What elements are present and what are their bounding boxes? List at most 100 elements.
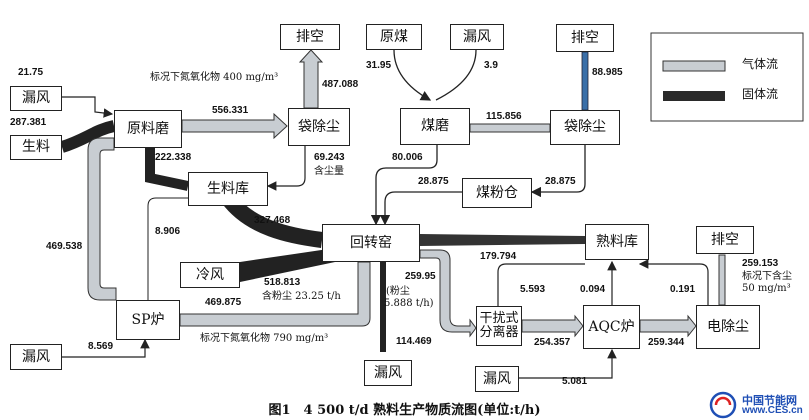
site-watermark: 中国节能网 www.CES.cn	[700, 392, 809, 420]
legend-gas-label: 气体流	[742, 57, 779, 71]
thin-flow-8906	[147, 197, 188, 300]
note-nox-400: 标况下氮氧化物 400 mg/m³	[150, 72, 279, 83]
thin-flow-coal-to-kiln	[370, 145, 438, 226]
solid-flow-silo-to-kiln	[221, 192, 323, 248]
node-rotary-kiln: 回转窑	[322, 224, 420, 262]
note-dust-23-25: 含粉尘 23.25 t/h	[262, 291, 341, 302]
node-bag-filter-2: 袋除尘	[550, 110, 620, 145]
flow-label-259-95: 259.95	[405, 271, 436, 282]
node-coal-mill: 煤磨	[400, 108, 470, 145]
node-esp: 电除尘	[696, 305, 760, 349]
thin-flow-leak-3	[435, 49, 477, 101]
solid-flow-cold-air	[240, 248, 335, 282]
gas-flow-kiln-to-sp	[179, 261, 371, 327]
flow-label-88-985: 88.985	[592, 67, 623, 78]
logo-mark	[709, 391, 737, 419]
thin-flow-bin-to-kiln	[379, 191, 462, 226]
thin-flow-bag2-to-bin	[530, 145, 586, 198]
node-raw-mill: 原料磨	[114, 110, 182, 148]
flow-label-28-875-a: 28.875	[418, 176, 449, 187]
gas-flow-bag-to-exhaust	[298, 49, 324, 109]
flow-label-518-813: 518.813	[264, 277, 301, 288]
thin-flow-leak-5	[519, 348, 617, 379]
note-std-dust-line1: 标况下含尘	[742, 271, 792, 282]
logo-mark-inner	[714, 396, 732, 406]
node-exhaust-1: 排空	[280, 24, 340, 50]
flow-label-5-593: 5.593	[520, 284, 546, 295]
node-exhaust-3: 排空	[696, 226, 754, 254]
gas-flow-coalmill-bag	[469, 123, 551, 133]
note-nox-790: 标况下氮氧化物 790 mg/m³	[200, 333, 329, 344]
node-clinker-silo: 熟料库	[585, 224, 649, 260]
watermark-line1: 中国节能网	[742, 395, 797, 407]
flow-label-469-538: 469.538	[46, 241, 83, 252]
thin-flow-esp-to-clinker	[638, 259, 709, 305]
gas-flow-bag2-exhaust	[581, 51, 589, 111]
flow-label-0-191: 0.191	[670, 284, 696, 295]
flow-label-5-081: 5.081	[562, 376, 588, 387]
legend-solid-label: 固体流	[742, 87, 779, 101]
thin-flow-raw-coal	[393, 49, 432, 101]
solid-flow-raw-meal	[60, 120, 116, 153]
watermark-line2: www.CES.cn	[742, 405, 803, 416]
node-leak-air-1: 漏风	[10, 86, 62, 111]
node-raw-coal: 原煤	[366, 24, 422, 50]
thin-flow-sep-to-clinker	[497, 263, 585, 306]
node-bag-filter-1: 袋除尘	[288, 108, 350, 146]
figure-caption: 图1 4 500 t/d 熟料生产物质流图(单位:t/h)	[268, 403, 541, 418]
legend-gas-swatch	[662, 60, 726, 72]
flow-label-31-95: 31.95	[366, 60, 392, 71]
gas-flow-mill-to-bag	[181, 112, 288, 140]
flow-label-3-9: 3.9	[484, 60, 498, 71]
gas-flow-esp-to-exhaust	[718, 254, 726, 306]
node-exhaust-2: 排空	[556, 24, 614, 52]
flow-label-259-344: 259.344	[648, 337, 685, 348]
flow-label-80-006: 80.006	[392, 152, 423, 163]
gas-flow-aqc-to-esp	[639, 314, 697, 338]
thin-flow-bag-dust	[266, 140, 306, 191]
flow-label-114-469: 114.469	[396, 336, 432, 347]
legend-solid-swatch	[663, 91, 725, 101]
node-aqc-furnace: AQC炉	[583, 305, 640, 349]
flow-label-469-875: 469.875	[205, 297, 242, 308]
flow-label-115-856: 115.856	[486, 111, 522, 122]
flow-label-259-153: 259.153	[742, 258, 779, 269]
thin-flow-leak-2	[62, 338, 150, 358]
note-dust-content: 含尘量	[314, 166, 344, 177]
node-separator: 干扰式 分离器	[476, 306, 522, 346]
flow-label-222-338: 222.338	[155, 152, 192, 163]
node-cold-air: 冷风	[180, 262, 240, 288]
thin-flow-leak-1	[62, 96, 114, 118]
flow-label-487-088: 487.088	[322, 79, 359, 90]
flow-label-327-468: 327.468	[254, 215, 291, 226]
node-raw-meal-silo: 生料库	[188, 172, 268, 206]
flow-label-287-381: 287.381	[10, 117, 47, 128]
flow-label-8-569: 8.569	[88, 341, 114, 352]
flow-label-556-331: 556.331	[212, 105, 249, 116]
note-std-dust-line2: 50 mg/m³	[742, 283, 791, 294]
flow-label-254-357: 254.357	[534, 337, 571, 348]
flow-label-21-75: 21.75	[18, 67, 44, 78]
node-sp-furnace: SP炉	[116, 300, 180, 340]
solid-flow-mill-to-silo	[145, 148, 190, 191]
node-leak-air-3: 漏风	[450, 24, 504, 50]
flow-label-69-243: 69.243	[314, 152, 345, 163]
flow-label-179-794: 179.794	[480, 251, 517, 262]
flow-label-8-906: 8.906	[155, 226, 181, 237]
note-dust-5888-line2: 5.888 t/h)	[384, 298, 434, 309]
node-coal-bin: 煤粉仓	[462, 178, 532, 208]
note-dust-5888-line1: (粉尘	[386, 286, 410, 297]
gas-flow-sep-to-aqc	[521, 314, 584, 338]
node-leak-air-5: 漏风	[475, 366, 519, 392]
node-raw-meal: 生料	[10, 135, 62, 160]
flow-label-28-875-b: 28.875	[545, 176, 576, 187]
node-leak-air-4: 漏风	[364, 360, 412, 386]
node-leak-air-2: 漏风	[10, 344, 62, 370]
flow-label-0-094: 0.094	[580, 284, 606, 295]
gas-flow-sp-to-mill	[87, 137, 117, 301]
solid-flow-kiln-to-clinker	[420, 234, 585, 246]
legend-frame	[650, 32, 804, 122]
gas-flow-kiln-to-separator	[419, 249, 477, 338]
